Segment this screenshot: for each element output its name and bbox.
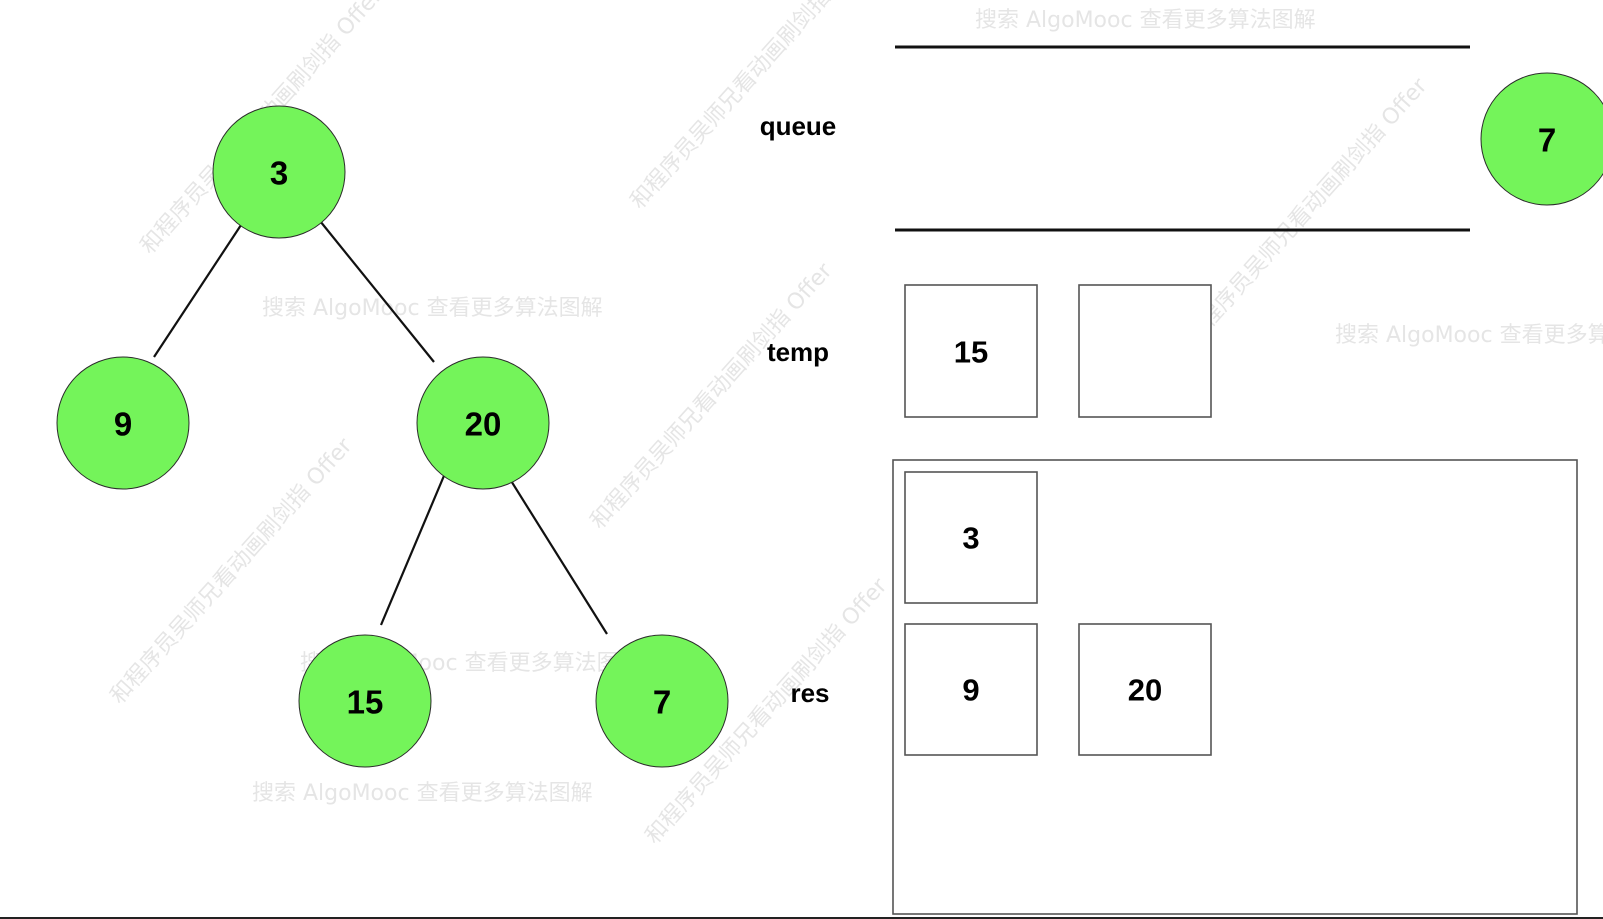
watermark: 和程序员吴师兄看动画刷剑指 Offer [1181,73,1433,349]
temp-cell [1078,284,1212,418]
watermark: 和程序员吴师兄看动画刷剑指 Offer [626,0,878,214]
tree-node-15: 15 [298,634,432,768]
watermark: 搜索 AlgoMooc 查看更多算法图解 [975,8,1316,33]
node-circle [212,105,346,239]
res-cell: 3 [904,471,1038,604]
cell-value: 3 [962,521,979,556]
node-circle [595,634,729,768]
queue-outgoing-node: 7 [1480,72,1603,206]
cell-box [1078,623,1212,756]
node-circle [298,634,432,768]
temp-cell: 15 [904,284,1038,418]
tree-edge [153,221,244,358]
cell-box [904,284,1038,418]
node-value: 7 [1538,122,1556,159]
tree-edge [315,215,435,363]
tree-edge [502,467,608,635]
queue-label: queue [760,111,837,141]
cell-value: 9 [962,673,979,708]
node-value: 20 [465,406,502,443]
tree-edges [153,215,608,635]
watermark: 搜索 AlgoMooc 查看更多算法图解 [252,781,593,806]
temp-label: temp [767,337,829,367]
queue-container [895,45,1470,232]
tree-node-3: 3 [212,105,346,239]
cell-box [904,471,1038,604]
cell-value: 15 [954,335,988,370]
watermark: 搜索 AlgoMooc 查看更多算法图解 [262,296,603,321]
node-circle [56,356,190,490]
cell-box [1078,284,1212,418]
res-cell: 9 [904,623,1038,756]
res-label: res [790,678,829,708]
cell-box [904,623,1038,756]
node-value: 3 [270,155,288,192]
node-value: 15 [347,684,384,721]
tree-node-20: 20 [416,356,550,490]
tree-node-7: 7 [595,634,729,768]
watermark: 和程序员吴师兄看动画刷剑指 Offer [586,258,838,534]
node-circle [1480,72,1603,206]
res-container [892,459,1578,915]
tree-edge [379,470,448,626]
node-value: 9 [114,406,132,443]
node-circle [416,356,550,490]
res-cell: 20 [1078,623,1212,756]
cell-value: 20 [1128,673,1162,708]
node-value: 7 [653,684,671,721]
watermark: 搜索 AlgoMooc 查看更多算法图解 [1335,323,1603,348]
tree-node-9: 9 [56,356,190,490]
